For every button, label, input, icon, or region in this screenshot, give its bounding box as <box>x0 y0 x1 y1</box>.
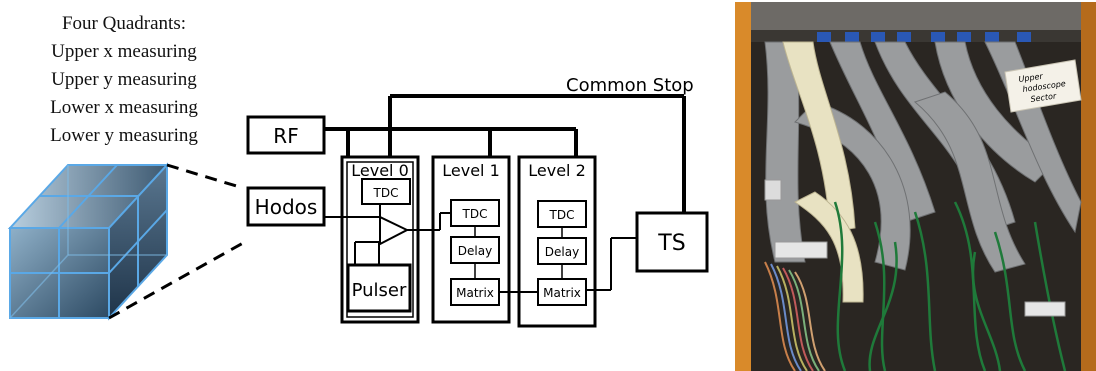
zoom-line-top <box>167 165 243 188</box>
rf-label: RF <box>273 124 298 148</box>
pulser-label: Pulser <box>352 280 407 301</box>
rf-bus <box>324 129 576 157</box>
level2-matrix-label: Matrix <box>543 286 581 300</box>
level1-tdc-label: TDC <box>462 207 488 221</box>
level0-tdc-label: TDC <box>373 186 399 200</box>
level0-label: Level 0 <box>351 161 409 180</box>
ts-label: TS <box>657 231 685 256</box>
hodos-label: Hodos <box>255 195 318 219</box>
level1-label: Level 1 <box>442 161 500 180</box>
rack-cabling-image: Upper hodoscope Sector <box>735 2 1096 371</box>
level2-delay-label: Delay <box>545 245 579 259</box>
rack-photo: Upper hodoscope Sector <box>735 2 1096 371</box>
level2-label: Level 2 <box>528 161 586 180</box>
level1-matrix-label: Matrix <box>456 286 494 300</box>
common-stop-label: Common Stop <box>566 75 694 96</box>
level2-tdc-label: TDC <box>549 208 575 222</box>
level1-delay-label: Delay <box>458 244 492 258</box>
trigger-diagram: Common Stop RF Hodos Level 0 TDC Pulser … <box>0 0 735 371</box>
hodoscope-cube-illustration <box>10 165 167 318</box>
